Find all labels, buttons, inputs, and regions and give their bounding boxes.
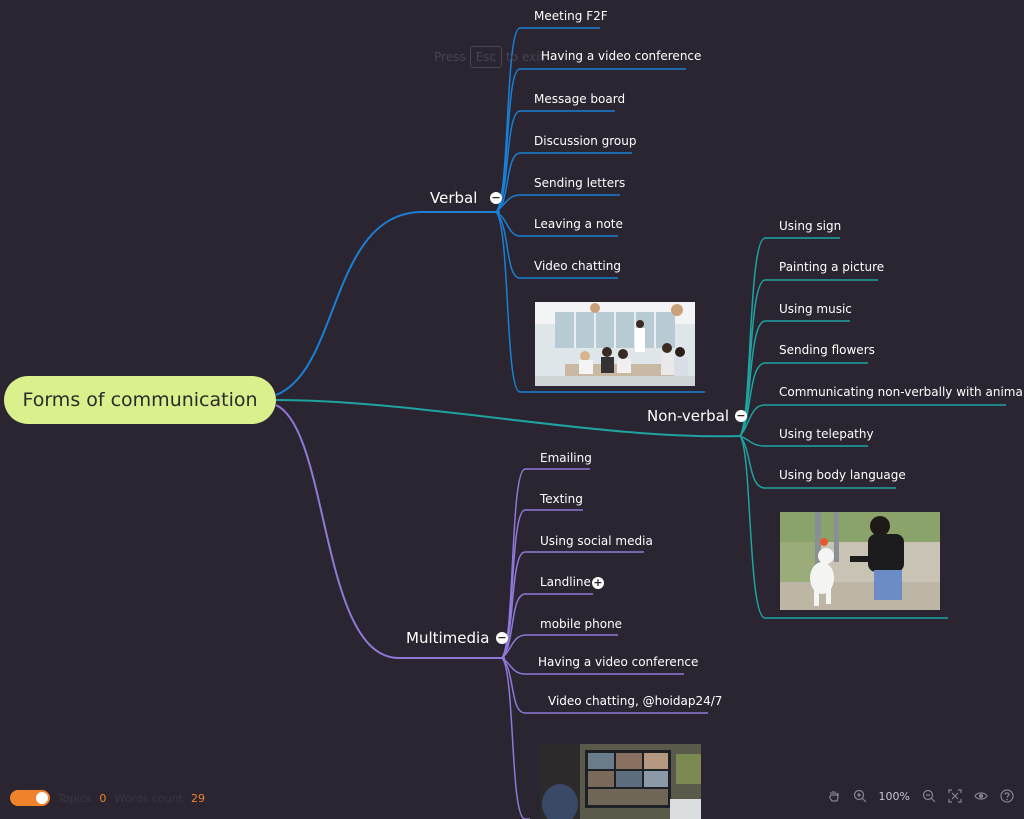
branch-nonverbal-label: Non-verbal <box>647 407 730 425</box>
verbal-item[interactable]: Having a video conference <box>541 49 702 63</box>
video-call-photo[interactable] <box>540 744 701 819</box>
nonverbal-item[interactable]: Using sign <box>779 219 842 233</box>
nonverbal-item[interactable]: Communicating non-verbally with animals <box>779 385 1024 399</box>
fit-screen-icon[interactable] <box>948 789 962 803</box>
root-label: Forms of communication <box>22 389 258 411</box>
branch-multimedia[interactable]: Multimedia <box>406 629 489 647</box>
auto-save-toggle[interactable] <box>10 790 50 806</box>
nonverbal-item[interactable]: Using music <box>779 302 852 316</box>
meeting-photo-image <box>535 302 695 386</box>
branch-multimedia-label: Multimedia <box>406 629 490 647</box>
boy-dog-photo-image <box>780 512 940 610</box>
multimedia-item[interactable]: Emailing <box>540 451 592 465</box>
connector-root-verbal <box>275 211 500 396</box>
collapse-nonverbal-icon[interactable]: − <box>735 409 747 422</box>
branch-verbal-label: Verbal <box>430 189 478 207</box>
hand-icon[interactable] <box>827 789 841 803</box>
collapse-verbal-icon[interactable]: − <box>490 191 502 204</box>
multimedia-item[interactable]: Video chatting, @hoidap24/7 <box>548 694 723 708</box>
verbal-item[interactable]: Sending letters <box>534 176 626 190</box>
topics-count: 0 <box>99 791 107 805</box>
multimedia-item[interactable]: Landline <box>540 575 591 589</box>
root-node[interactable]: Forms of communication <box>4 376 276 424</box>
connector-root-nonverbal <box>275 399 741 438</box>
verbal-item[interactable]: Meeting F2F <box>534 9 608 23</box>
multimedia-item[interactable]: mobile phone <box>540 617 623 631</box>
words-count: 29 <box>190 791 205 805</box>
esc-hint-pre: Press <box>434 50 466 64</box>
verbal-item[interactable]: Message board <box>534 92 626 106</box>
nonverbal-item[interactable]: Sending flowers <box>779 343 875 357</box>
eye-icon[interactable] <box>974 789 988 803</box>
verbal-item[interactable]: Leaving a note <box>534 217 623 231</box>
help-icon[interactable] <box>1000 789 1014 803</box>
words-label: Words count <box>114 791 183 805</box>
collapse-multimedia-icon[interactable]: − <box>496 631 508 644</box>
view-controls: 100% <box>827 789 1014 803</box>
multimedia-item[interactable]: Using social media <box>540 534 653 548</box>
nonverbal-item[interactable]: Painting a picture <box>779 260 885 274</box>
boy-dog-photo[interactable] <box>780 512 940 610</box>
multimedia-item[interactable]: Having a video conference <box>538 655 699 669</box>
nonverbal-item[interactable]: Using body language <box>779 468 906 482</box>
nonverbal-item[interactable]: Using telepathy <box>779 427 874 441</box>
meeting-photo[interactable] <box>535 302 695 386</box>
branch-nonverbal[interactable]: Non-verbal <box>647 407 729 425</box>
topics-label: Topics <box>58 791 92 805</box>
expand-landline-icon[interactable]: + <box>592 576 604 589</box>
zoom-out-icon[interactable] <box>922 789 936 803</box>
video-call-photo-image <box>540 744 701 819</box>
branch-verbal[interactable]: Verbal <box>430 189 477 207</box>
connector-root-multimedia <box>275 404 505 660</box>
esc-key: Esc <box>469 46 503 68</box>
zoom-level[interactable]: 100% <box>878 789 910 803</box>
verbal-item[interactable]: Discussion group <box>534 134 637 148</box>
verbal-item[interactable]: Video chatting <box>534 259 621 273</box>
zoom-in-icon[interactable] <box>853 789 867 803</box>
esc-hint-post: to exit <box>506 50 545 64</box>
multimedia-item[interactable]: Texting <box>540 492 583 506</box>
status-bar: Topics 0 Words count 29 <box>10 790 205 806</box>
